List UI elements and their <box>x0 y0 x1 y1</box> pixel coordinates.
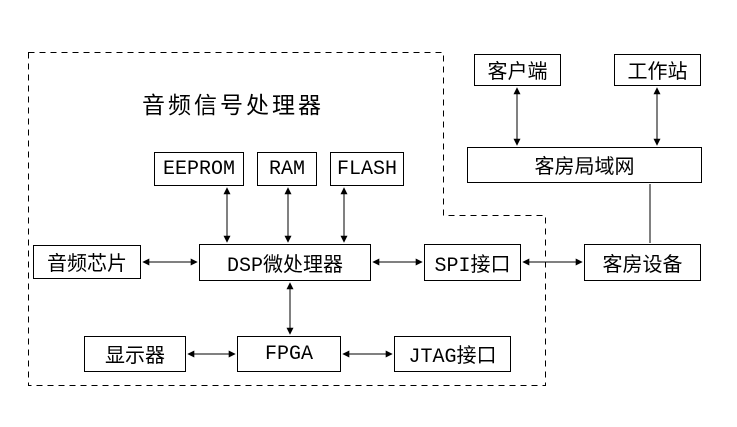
node-room-device: 客房设备 <box>584 244 701 281</box>
node-dsp-microprocessor: DSP微处理器 <box>199 244 371 281</box>
node-workstation: 工作站 <box>614 54 701 86</box>
node-client: 客户端 <box>474 54 561 86</box>
node-eeprom: EEPROM <box>154 152 244 186</box>
node-jtag-interface: JTAG接口 <box>394 336 511 372</box>
node-ram: RAM <box>257 152 317 186</box>
node-flash: FLASH <box>330 152 404 186</box>
node-fpga: FPGA <box>237 336 341 372</box>
node-room-lan: 客房局域网 <box>467 147 702 183</box>
node-display: 显示器 <box>84 336 186 372</box>
node-spi-interface: SPI接口 <box>424 244 521 281</box>
node-audio-chip: 音频芯片 <box>33 245 141 279</box>
processor-boundary-dashed-box <box>28 52 546 386</box>
diagram-title: 音频信号处理器 <box>142 94 324 120</box>
